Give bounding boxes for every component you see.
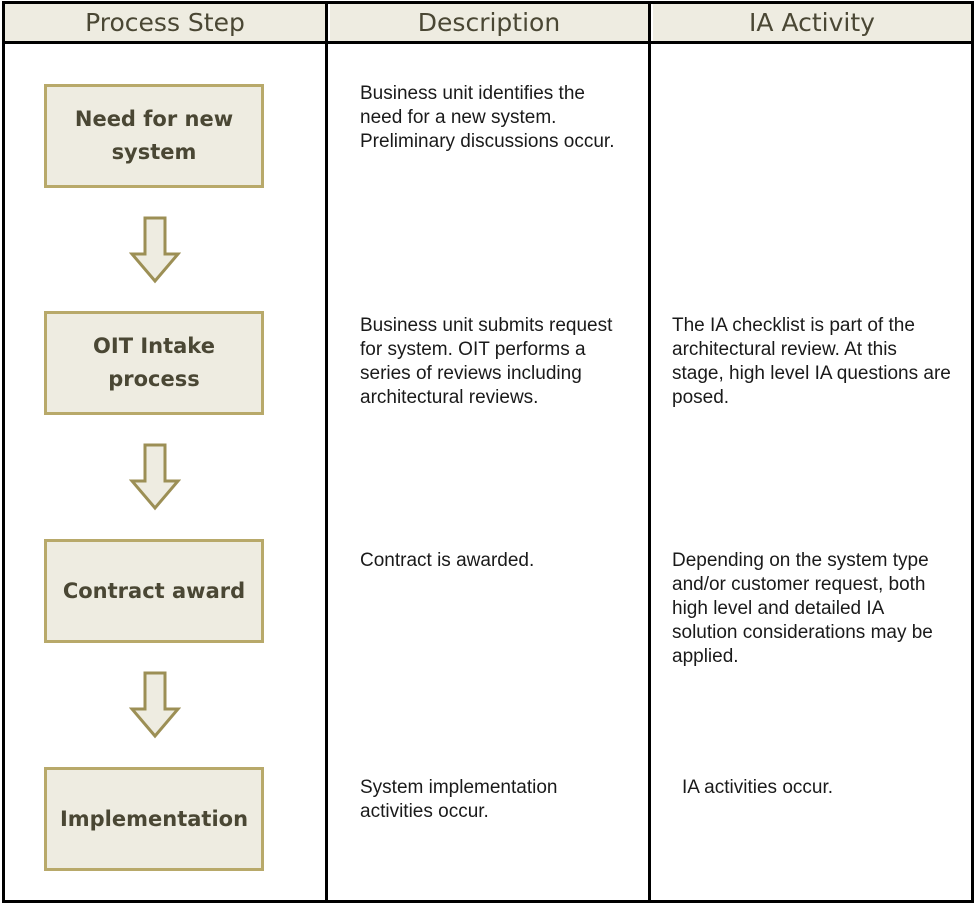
down-arrow-icon	[129, 443, 181, 511]
header-divider	[2, 41, 974, 44]
description-oit-intake-process: Business unit submits request for system…	[360, 315, 613, 408]
step-box-contract-award: Contract award	[44, 539, 264, 643]
description-need-for-new-system: Business unit identifies the need for a …	[360, 83, 615, 152]
header-description: Description	[330, 3, 648, 41]
table-right-border	[971, 2, 974, 902]
header-process-step: Process Step	[5, 3, 325, 41]
header-ia-activity: IA Activity	[653, 3, 971, 41]
ia-activity-implementation: IA activities occur.	[682, 777, 834, 798]
table-left-border	[2, 2, 5, 902]
table-bottom-border	[2, 900, 974, 903]
table-top-border	[2, 1, 974, 4]
column-divider-1	[325, 2, 328, 902]
ia-activity-contract-award: Depending on the system type and/or cust…	[672, 550, 933, 667]
down-arrow-icon	[129, 671, 181, 739]
down-arrow-icon	[129, 216, 181, 284]
step-box-implementation: Implementation	[44, 767, 264, 871]
description-implementation: System implementation activities occur.	[360, 777, 558, 822]
description-contract-award: Contract is awarded.	[360, 550, 535, 571]
step-box-need-for-new-system: Need for new system	[44, 84, 264, 188]
step-box-oit-intake-process: OIT Intake process	[44, 311, 264, 415]
ia-activity-oit-intake-process: The IA checklist is part of the architec…	[672, 315, 951, 408]
column-divider-2	[648, 2, 651, 902]
